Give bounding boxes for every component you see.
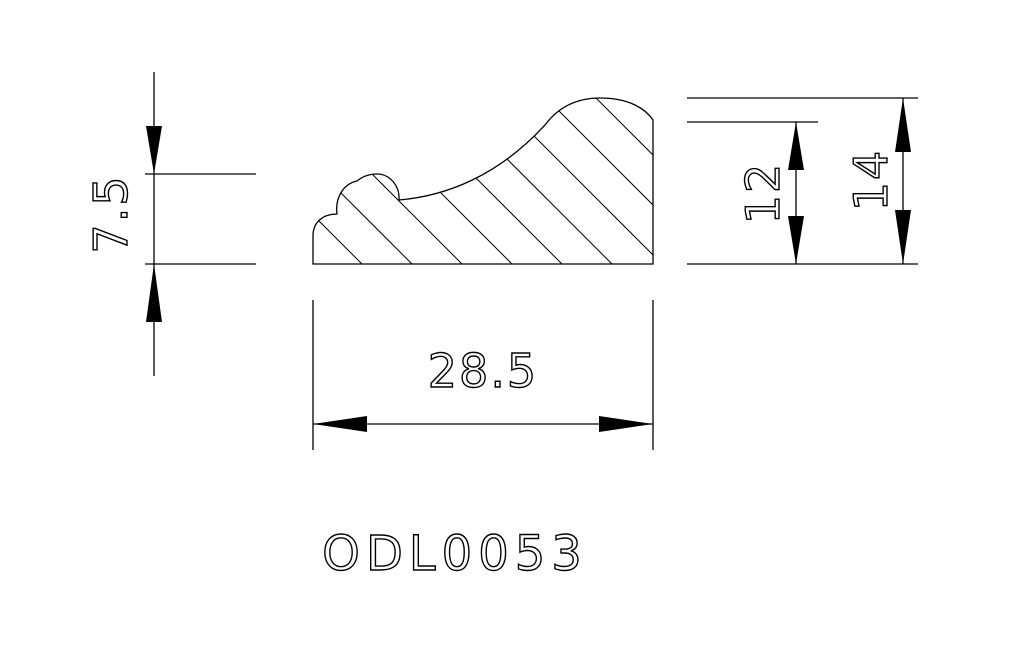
dimension-label-total-height: 14	[844, 149, 898, 212]
moulding-profile	[312, 97, 654, 265]
arrow-down-icon	[895, 210, 911, 264]
section-hatch	[313, 98, 653, 264]
arrow-up-icon	[895, 98, 911, 152]
dimension-label-left-height: 7.5	[84, 174, 138, 253]
dimension-label-width: 28.5	[428, 344, 538, 398]
dimension-total-height: 14	[843, 98, 911, 264]
dimension-width: 28.5	[312, 300, 654, 450]
arrow-up-icon	[788, 122, 804, 170]
dimension-left-height: 7.5	[83, 72, 256, 376]
dimension-inner-height: 12	[735, 122, 804, 264]
dimension-label-inner-height: 12	[736, 162, 790, 225]
arrow-right-icon	[599, 416, 653, 432]
arrow-up-icon	[146, 264, 162, 322]
dimension-right-heights: 12 14	[687, 97, 918, 265]
arrow-down-icon	[788, 216, 804, 264]
arrow-down-icon	[146, 126, 162, 174]
profile-outline	[312, 97, 654, 265]
arrow-left-icon	[313, 416, 367, 432]
part-code-label: ODL0053	[322, 526, 588, 582]
